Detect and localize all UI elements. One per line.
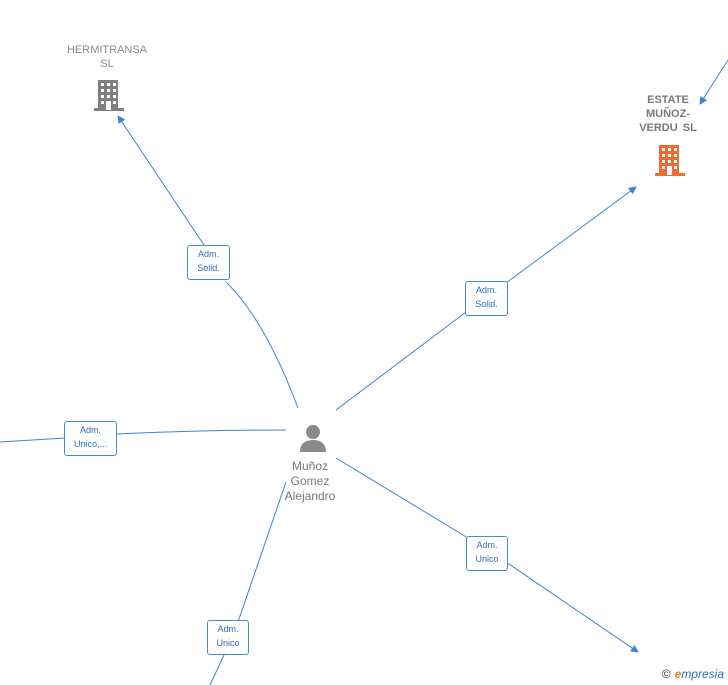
edge-label-role: Adm. xyxy=(475,285,497,295)
company-estate-name-3: VERDU SL xyxy=(639,122,697,134)
building-icon-highlighted[interactable] xyxy=(654,143,686,177)
edge-label-role: Adm. xyxy=(217,624,239,634)
edge-label-detail: Unico xyxy=(475,554,499,564)
empresia-logo: ©empresia xyxy=(662,667,724,681)
edge-label-role: Adm. xyxy=(476,540,498,550)
person-icon[interactable] xyxy=(298,423,328,453)
edge-bottom-right xyxy=(335,457,638,652)
brand-initial: e xyxy=(674,667,682,681)
edge-bottom xyxy=(209,481,287,685)
company-hermitransa-name: HERMITRANSA xyxy=(66,44,148,56)
edge-label-left[interactable]: Adm. Unico,... xyxy=(64,421,117,456)
edge-estate xyxy=(335,187,636,411)
edge-label-bottom[interactable]: Adm. Unico xyxy=(207,620,249,655)
company-estate-label[interactable]: ESTATE MUÑOZ- VERDU SL xyxy=(628,93,708,135)
copyright-symbol: © xyxy=(661,667,671,681)
person-name-2: Gomez xyxy=(290,474,330,488)
edge-label-bottom-right[interactable]: Adm. Unico xyxy=(466,536,508,571)
edge-label-hermitransa[interactable]: Adm. Solid. xyxy=(187,245,230,280)
edge-label-detail: Solid. xyxy=(197,263,220,273)
person-name-1: Muñoz xyxy=(291,459,329,473)
edge-left xyxy=(0,429,287,443)
building-icon[interactable] xyxy=(93,78,125,112)
company-estate-name-2: MUÑOZ- xyxy=(646,108,690,120)
edge-label-role: Adm. xyxy=(79,425,101,435)
edge-hermitransa xyxy=(118,116,299,409)
company-estate-name-1: ESTATE xyxy=(647,94,689,106)
brand-name: mpresia xyxy=(681,667,724,681)
edge-label-detail: Unico xyxy=(216,638,240,648)
edge-label-role: Adm. xyxy=(197,249,219,259)
edge-label-detail: Unico,... xyxy=(73,439,107,449)
edge-estate-incoming xyxy=(699,59,728,105)
person-name-3: Alejandro xyxy=(284,489,336,503)
company-hermitransa-label[interactable]: HERMITRANSA SL xyxy=(58,43,156,71)
edge-label-detail: Solid. xyxy=(475,299,498,309)
company-hermitransa-suffix: SL xyxy=(100,58,114,70)
edge-label-estate[interactable]: Adm. Solid. xyxy=(465,281,508,316)
person-label[interactable]: Muñoz Gomez Alejandro xyxy=(270,459,350,504)
